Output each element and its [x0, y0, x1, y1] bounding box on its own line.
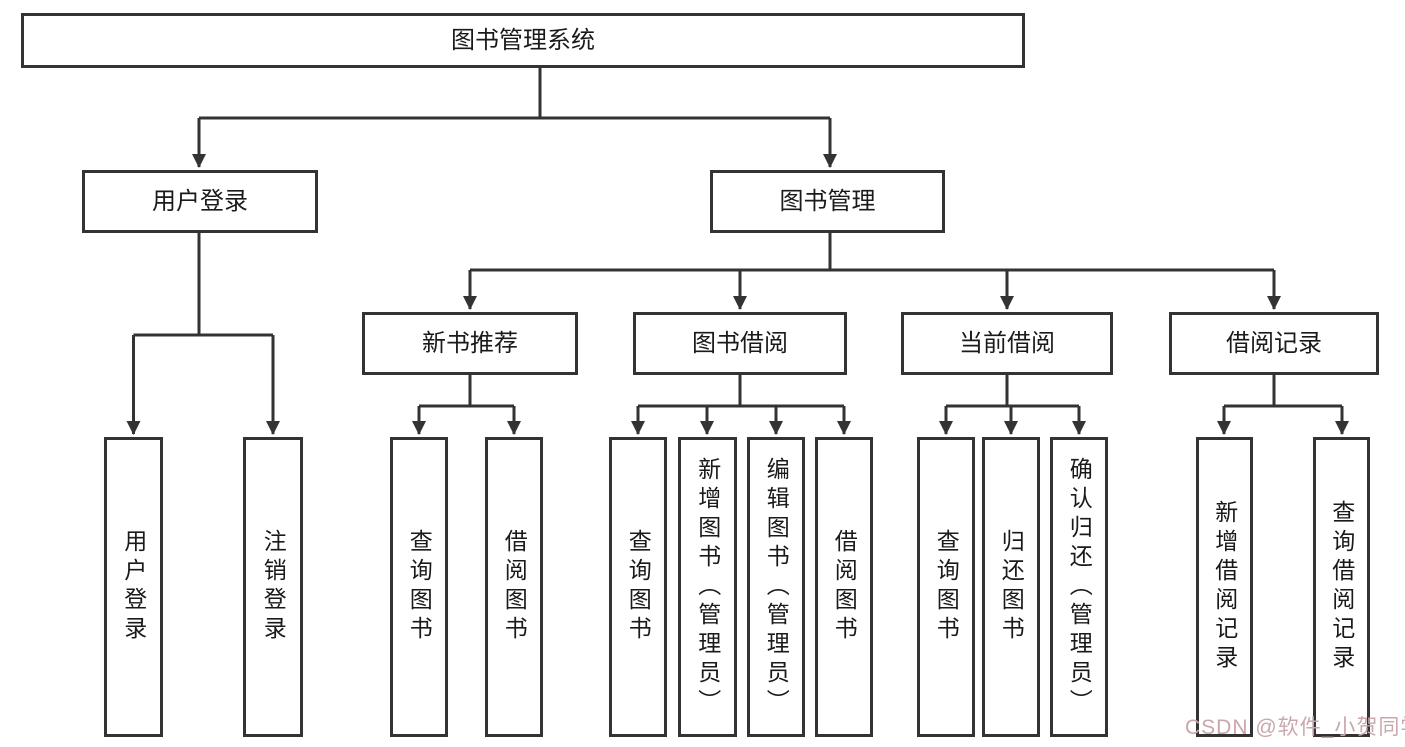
leaf-label: 查询图书: [933, 529, 960, 645]
leaf-query-books-borrow: 查询图书: [609, 437, 667, 737]
leaf-add-book-admin: 新增图书（管理员）: [678, 437, 737, 737]
leaf-label: 借阅图书: [501, 529, 528, 645]
leaf-label: 借阅图书: [831, 529, 858, 645]
leaf-label: 确认归还（管理员）: [1066, 456, 1093, 718]
node-user-login: 用户登录: [82, 170, 318, 233]
node-root: 图书管理系统: [21, 13, 1025, 68]
leaf-label: 新增图书（管理员）: [694, 456, 721, 718]
leaf-borrow-books-recommend: 借阅图书: [485, 437, 543, 737]
leaf-query-books-recommend: 查询图书: [390, 437, 448, 737]
leaf-label: 注销登录: [260, 529, 287, 645]
watermark: CSDN @软件_小贺同学: [1185, 716, 1405, 739]
node-borrow-records: 借阅记录: [1169, 312, 1379, 375]
leaf-label: 新增借阅记录: [1211, 500, 1238, 674]
leaf-user-login: 用户登录: [104, 437, 163, 737]
node-current-borrow: 当前借阅: [901, 312, 1113, 375]
leaf-return-books: 归还图书: [982, 437, 1040, 737]
leaf-query-books-current: 查询图书: [917, 437, 975, 737]
leaf-add-borrow-record: 新增借阅记录: [1196, 437, 1253, 737]
node-new-book-recommend: 新书推荐: [362, 312, 578, 375]
leaf-borrow-books: 借阅图书: [815, 437, 873, 737]
leaf-label: 用户登录: [120, 529, 147, 645]
leaf-label: 查询图书: [406, 529, 433, 645]
leaf-label: 查询图书: [625, 529, 652, 645]
leaf-label: 归还图书: [998, 529, 1025, 645]
node-book-management: 图书管理: [710, 170, 945, 233]
leaf-logout: 注销登录: [243, 437, 303, 737]
leaf-query-borrow-record: 查询借阅记录: [1313, 437, 1370, 737]
node-book-borrow: 图书借阅: [633, 312, 847, 375]
leaf-label: 查询借阅记录: [1328, 500, 1355, 674]
leaf-label: 编辑图书（管理员）: [763, 456, 790, 718]
leaf-edit-book-admin: 编辑图书（管理员）: [747, 437, 805, 737]
leaf-confirm-return-admin: 确认归还（管理员）: [1050, 437, 1108, 737]
